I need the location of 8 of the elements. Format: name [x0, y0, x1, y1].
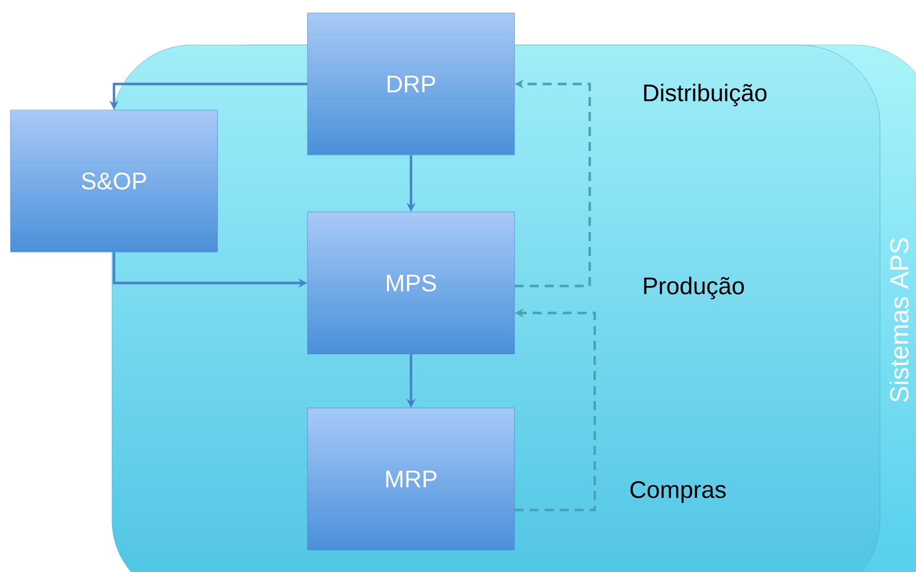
area-label: Produção: [644, 276, 744, 300]
process-box: DRP: [307, 12, 515, 156]
node-label: Sistemas APS: [889, 238, 909, 402]
process-box: MPS: [307, 212, 515, 354]
area-label: Distribuição: [644, 84, 767, 106]
process-box: S&OP: [10, 110, 218, 252]
area-label: Compras: [630, 481, 726, 503]
process-box: MRP: [307, 408, 515, 550]
